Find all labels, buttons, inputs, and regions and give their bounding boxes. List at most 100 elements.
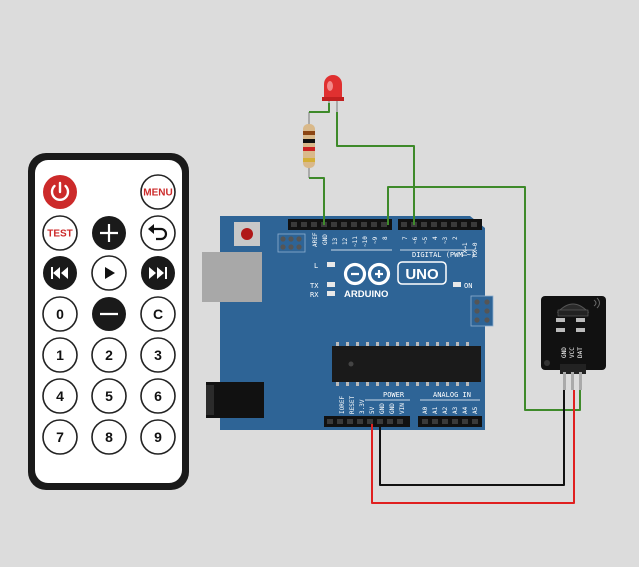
play-button[interactable] [91,255,127,291]
digit-button[interactable]: 5 [91,378,127,414]
ir-remote[interactable]: MENU TEST [28,153,189,490]
minus-button[interactable] [92,297,126,331]
red-wire-5v[interactable] [371,390,575,504]
pin-label: 7 [402,236,409,240]
digital-pin-labels: AREF GND 13 12 ~11 ~10 ~9 8 7 ~6 ~5 4 ~3… [312,232,479,257]
tx-led [327,282,335,287]
arduino-logo [343,262,391,286]
digital-header-label: DIGITAL (PWM ~) [412,251,475,259]
pin-label: A4 [462,406,469,414]
test-label: TEST [47,229,73,240]
digit-button[interactable]: 8 [91,419,127,455]
uno-badge [397,261,447,285]
green-wire-resistor-gnd[interactable] [309,177,325,225]
zero-button[interactable]: 0 [42,296,78,332]
analog-pin-header[interactable] [418,416,482,427]
back-button[interactable] [140,215,176,251]
reset-button[interactable] [234,222,260,246]
pin-label: 5V [369,406,376,414]
rx-led [327,291,335,296]
black-wire-gnd[interactable] [379,390,565,486]
pin-label: AREF [312,232,319,247]
pin-label: ~10 [362,236,369,247]
pin-label: 3.3V [359,399,366,414]
digit-button[interactable]: 2 [91,337,127,373]
ir-pin-label: DAT [577,347,584,358]
digit-button[interactable]: 4 [42,378,78,414]
rx-label: RX [310,291,319,299]
pin-label: RESET [349,396,356,414]
pin-label: RX←0 [472,242,479,257]
pin-label: ~3 [442,236,449,244]
analog-pin-labels: A0 A1 A2 A3 A4 A5 [422,406,479,414]
ir-pin-label: VCC [569,347,576,358]
icsp-header-right [470,295,494,327]
l-led-label: L [314,262,318,270]
back-arrow-icon [148,224,168,241]
usb-port [202,252,262,302]
power-button[interactable] [43,175,77,209]
rewind-icon [51,267,68,279]
arduino-brand-label: ARDUINO [344,289,388,300]
rewind-button[interactable] [43,256,77,290]
clear-button[interactable]: C [140,296,176,332]
fast-forward-button[interactable] [141,256,175,290]
pin-label: ~11 [352,236,359,247]
fast-forward-icon [149,267,167,279]
pin-label: GND [322,234,329,245]
digit-button[interactable]: 6 [140,378,176,414]
menu-label: MENU [143,188,172,199]
pin-label: A0 [422,406,429,414]
pin-label: A1 [432,406,439,414]
pin-label: TX→1 [462,242,469,257]
digital-pin-header[interactable] [288,219,482,230]
ir-signal-icon [593,297,600,309]
digit-button[interactable]: 3 [140,337,176,373]
pin-label: ~6 [412,236,419,244]
test-button[interactable]: TEST [42,215,78,251]
on-led [453,282,461,287]
tx-label: TX [310,282,319,290]
pin-label: IOREF [339,396,346,414]
power-pin-labels: IOREF RESET 3.3V 5V GND GND VIN [339,396,406,414]
digit-button[interactable]: 9 [140,419,176,455]
pin-label: 4 [432,236,439,240]
digit-label: 5 [105,388,113,404]
pin-label: 2 [452,236,459,240]
pin-label: A2 [442,406,449,414]
ir-receiver-module[interactable]: GND VCC DAT [541,296,606,390]
on-label: ON [464,282,472,290]
arduino-uno-board[interactable]: AREF GND 13 12 ~11 ~10 ~9 8 7 ~6 ~5 4 ~3… [202,216,494,430]
green-wire-ir-dat-pin8[interactable] [387,186,581,411]
green-wire-led-pin7[interactable] [336,112,415,225]
digit-label: 6 [154,388,162,404]
power-header-label: POWER [383,391,405,399]
analog-header-label: ANALOG IN [433,391,471,399]
digit-label: 8 [105,429,113,445]
icsp-header [280,236,302,250]
pin-label: GND [389,403,396,414]
digit-button[interactable]: 7 [42,419,78,455]
digit-label: 9 [154,429,162,445]
ir-pin-label: GND [561,347,568,358]
pin-label: VIN [399,403,406,414]
pin-label: ~9 [372,236,379,244]
pin-label: GND [379,403,386,414]
pin-label: A3 [452,406,459,414]
green-wire-led-resistor[interactable] [309,103,330,113]
pin-label: 8 [382,236,389,240]
digit-label: 7 [56,429,64,445]
plus-button[interactable] [92,216,126,250]
pin-label: 13 [332,237,339,245]
resistor[interactable] [303,112,315,178]
red-led[interactable] [322,75,344,112]
uno-label: UNO [405,266,439,283]
ir-pin-header [560,364,586,374]
digit-button[interactable]: 1 [42,337,78,373]
menu-button[interactable]: MENU [140,174,176,210]
digit-label: 3 [154,347,162,363]
pin-label: A5 [472,406,479,414]
l-led [327,262,335,267]
digit-label: 2 [105,347,113,363]
